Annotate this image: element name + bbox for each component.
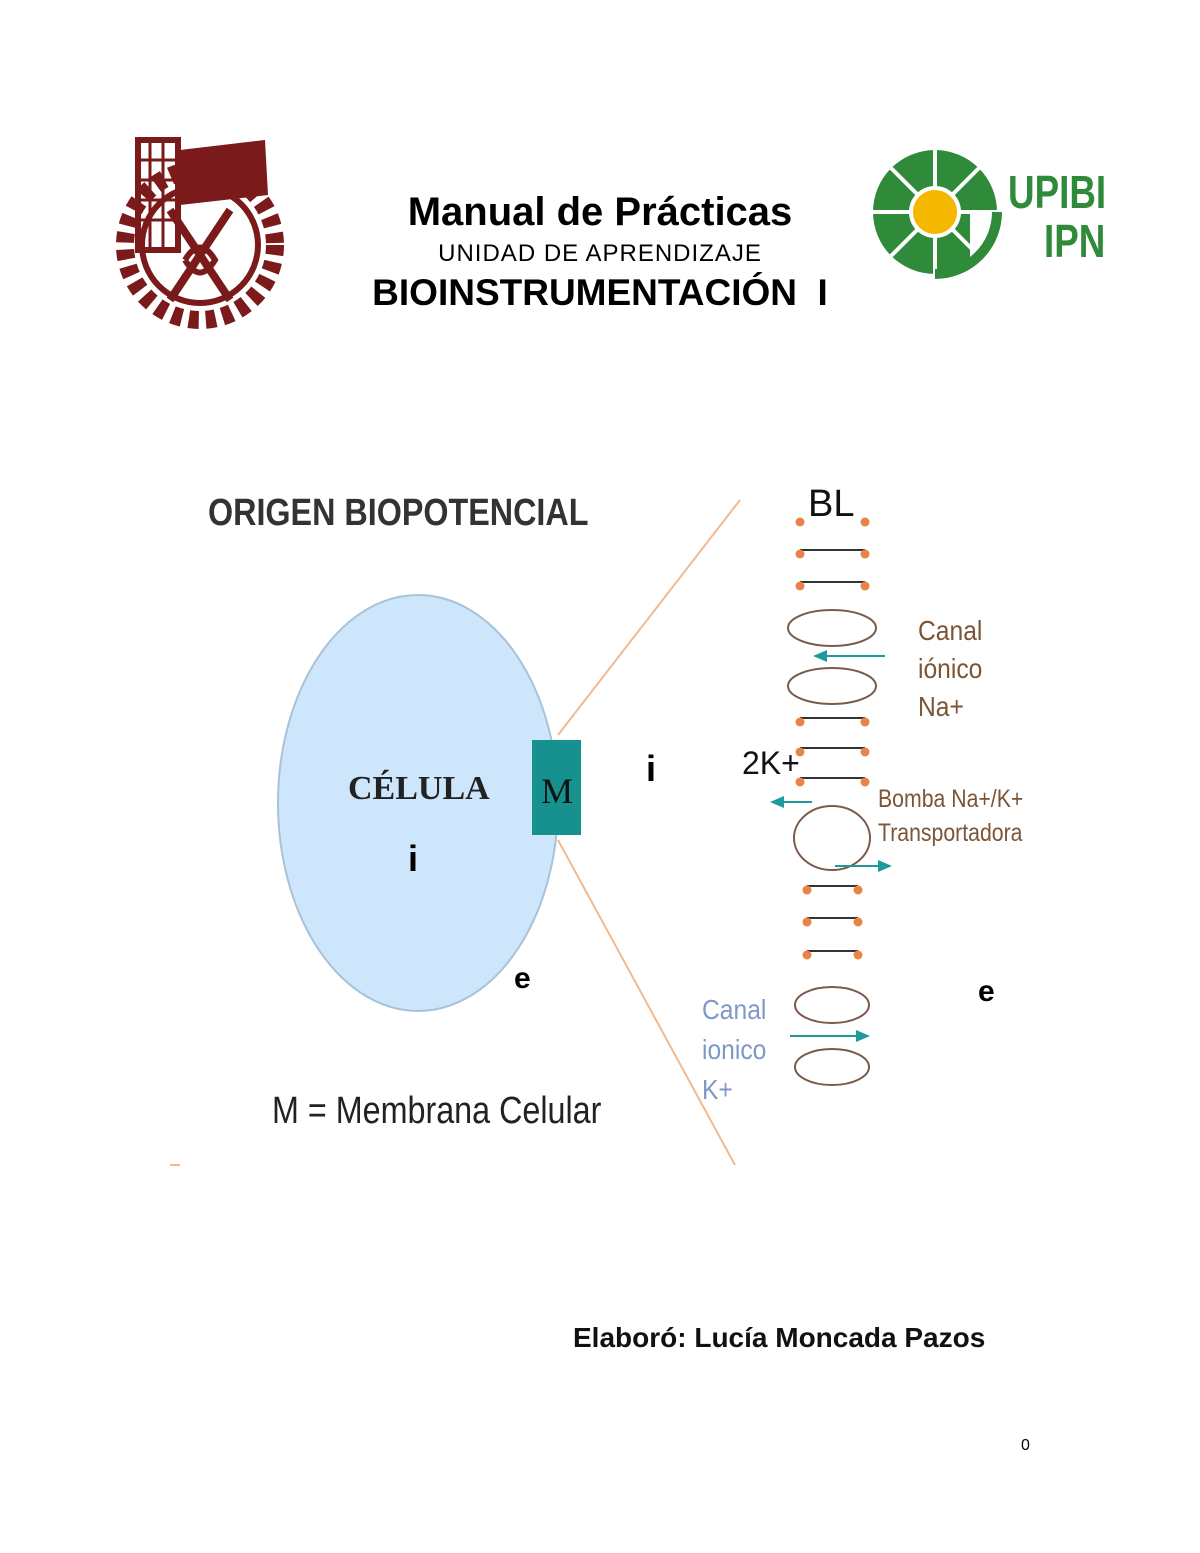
lipid-head xyxy=(802,917,812,927)
cell-inside-label: i xyxy=(408,838,419,879)
cell-label: CÉLULA xyxy=(348,770,490,807)
lipid-head xyxy=(795,747,805,757)
pump-line1: Bomba Na+/K+ xyxy=(878,785,1024,813)
na-channel-line3: Na+ xyxy=(918,691,964,722)
membrane-box xyxy=(532,740,581,835)
lipid-head xyxy=(853,950,863,960)
lipid-head xyxy=(853,885,863,895)
diagram-heading: ORIGEN BIOPOTENCIAL xyxy=(208,492,589,534)
course-name: BIOINSTRUMENTACIÓN I xyxy=(372,272,828,313)
k-channel-line1: Canal xyxy=(702,994,767,1025)
cell-outside-label: e xyxy=(514,962,531,995)
lipid-row xyxy=(802,950,863,960)
lipid-head xyxy=(860,581,870,591)
membrane-legend: M = Membrana Celular xyxy=(272,1090,602,1132)
na-channel-lower xyxy=(787,667,877,705)
upibi-logo xyxy=(873,150,1030,280)
page-number: 0 xyxy=(1021,1437,1030,1454)
ipn-logo-text: IPN xyxy=(1044,215,1106,267)
lipid-head xyxy=(860,549,870,559)
lipid-head xyxy=(860,777,870,787)
lipid-head xyxy=(860,747,870,757)
lipid-head xyxy=(853,917,863,927)
lipid-head xyxy=(795,549,805,559)
lipid-head xyxy=(802,885,812,895)
k-channel-label: Canal ionico K+ xyxy=(702,990,766,1110)
lipid-row xyxy=(795,517,870,527)
membrane-box-label: M xyxy=(541,771,574,811)
lipid-head xyxy=(795,581,805,591)
lipid-row xyxy=(795,777,870,787)
k2-label: 2K+ xyxy=(742,745,800,781)
lipid-row xyxy=(795,717,870,727)
lipid-row xyxy=(795,747,870,757)
zoom-line-bottom xyxy=(557,839,736,1166)
k-channel-lower xyxy=(794,1048,870,1086)
lipid-row xyxy=(795,549,870,559)
lipid-head xyxy=(795,517,805,527)
k-channel-upper xyxy=(794,986,870,1024)
bilayer-label: BL xyxy=(808,483,855,525)
k-channel-line2: ionico xyxy=(702,1034,767,1065)
lipid-head xyxy=(860,517,870,527)
ipn-logo xyxy=(116,137,284,329)
lipid-head xyxy=(860,717,870,727)
author: Elaboró: Lucía Moncada Pazos xyxy=(573,1322,986,1353)
upibi-logo-text: UPIBI xyxy=(1008,166,1107,218)
pump-protein xyxy=(793,805,871,871)
lipid-row xyxy=(802,917,863,927)
lipid-head xyxy=(802,950,812,960)
k-channel-line3: K+ xyxy=(702,1074,733,1105)
lipid-row xyxy=(802,885,863,895)
zoom-line-top xyxy=(557,499,741,736)
lipid-bilayer xyxy=(795,517,870,960)
na-channel-line2: iónico xyxy=(918,653,983,684)
pump-line2: Transportadora xyxy=(878,819,1023,847)
na-channel-upper xyxy=(787,609,877,647)
lipid-row xyxy=(795,581,870,591)
biopotential-diagram xyxy=(170,499,892,1166)
inside-label: i xyxy=(646,748,657,789)
channel-ellipses xyxy=(787,609,877,1086)
lipid-head xyxy=(795,717,805,727)
pump-label: Bomba Na+/K+ Transportadora xyxy=(878,782,1023,850)
na-channel-label: Canal iónico Na+ xyxy=(918,612,982,726)
lipid-head xyxy=(795,777,805,787)
outside-label: e xyxy=(978,975,995,1008)
document-title: Manual de Prácticas xyxy=(407,190,793,234)
na-channel-line1: Canal xyxy=(918,615,983,646)
document-subtitle: UNIDAD DE APRENDIZAJE xyxy=(438,240,762,267)
